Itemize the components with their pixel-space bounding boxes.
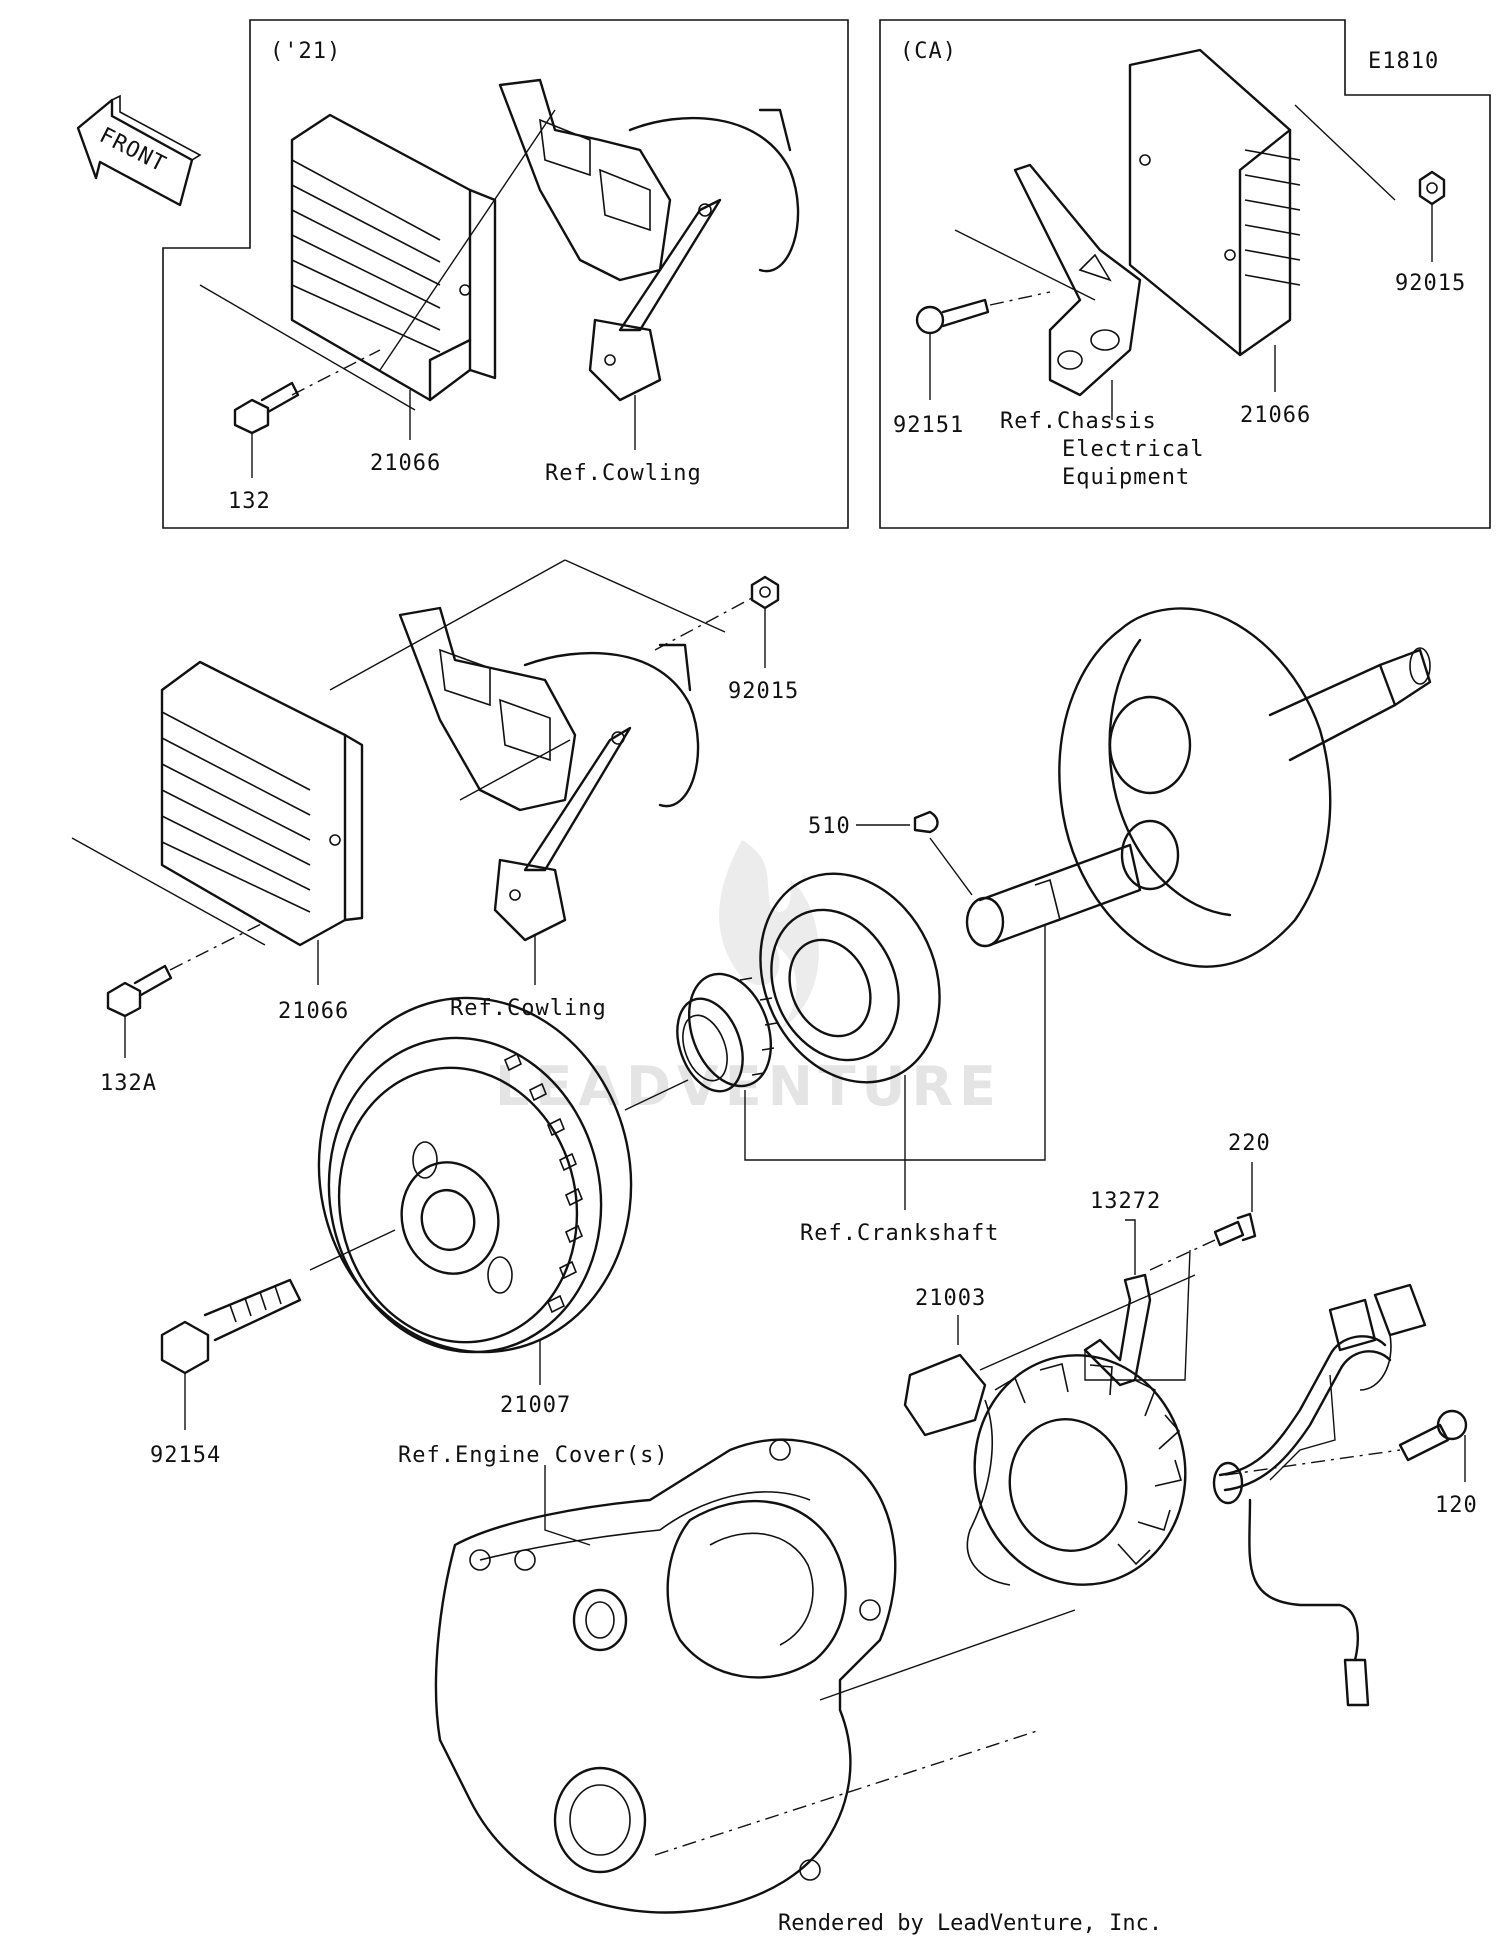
part-label-92154: 92154 (150, 1443, 221, 1468)
part-label-120: 120 (1435, 1493, 1478, 1518)
screw-220 (1213, 1212, 1257, 1247)
variant-21-label: ('21) (270, 39, 341, 64)
woodruff-key-510 (913, 810, 939, 834)
screw-92151 (915, 298, 990, 335)
variant-ca-box: (CA) 92015 21066 (879, 19, 1491, 529)
front-arrow-icon: FRONT (76, 94, 202, 207)
variant-21-box: ('21) 132 21066 (162, 19, 849, 529)
stator-21003 (903, 1353, 1187, 1586)
ref-cowling-a: Ref.Cowling (545, 461, 702, 486)
bearing (759, 872, 941, 1084)
cowling-bracket-b (398, 606, 700, 942)
plate-13272 (1083, 1273, 1152, 1387)
nut-92015-b (1418, 170, 1446, 206)
part-label-92015-b: 92015 (1395, 271, 1466, 296)
part-label-21066-b: 21066 (1240, 403, 1311, 428)
variant-ca-label: (CA) (900, 39, 957, 64)
diagram-code: E1810 (1368, 49, 1439, 74)
part-label-21066-a: 21066 (370, 451, 441, 476)
part-label-132: 132 (228, 489, 271, 514)
regulator-21066-a (290, 113, 497, 402)
part-label-21066-c: 21066 (278, 999, 349, 1024)
ref-chassis-line-2: Electrical (1062, 437, 1204, 462)
bolt-132 (233, 381, 300, 435)
regulator-21066-c (160, 660, 364, 947)
ref-cowling-b: Ref.Cowling (450, 996, 607, 1021)
watermark-text: LEADVENTURE (495, 1055, 1002, 1118)
bolt-132a (106, 964, 173, 1018)
crankshaft (965, 607, 1432, 968)
nut-92015-a (750, 575, 780, 610)
render-credit: Rendered by LeadVenture, Inc. (778, 1911, 1162, 1936)
bolt-92154 (160, 1278, 302, 1375)
front-label: FRONT (95, 123, 170, 178)
ref-chassis-line-1: Ref.Chassis (1000, 409, 1157, 434)
ref-chassis-line-3: Equipment (1062, 465, 1190, 490)
part-label-132a: 132A (100, 1071, 157, 1096)
screw-120 (1398, 1409, 1468, 1462)
part-label-510: 510 (808, 814, 851, 839)
regulator-21066-b (1128, 48, 1301, 357)
part-label-13272: 13272 (1090, 1189, 1161, 1214)
ref-crankshaft: Ref.Crankshaft (800, 1221, 999, 1246)
part-label-21003: 21003 (915, 1286, 986, 1311)
ref-engine-cover: Ref.Engine Cover(s) (398, 1443, 669, 1468)
starter-gear (676, 972, 778, 1093)
part-label-220: 220 (1228, 1131, 1271, 1156)
flywheel-21007 (317, 996, 633, 1354)
cowling-bracket-a (498, 78, 800, 402)
part-label-21007: 21007 (500, 1393, 571, 1418)
wire-harness (1212, 1283, 1427, 1707)
part-label-92015-a: 92015 (728, 679, 799, 704)
chassis-bracket (1013, 163, 1142, 397)
engine-cover (434, 1438, 897, 1914)
part-label-92151: 92151 (893, 413, 964, 438)
